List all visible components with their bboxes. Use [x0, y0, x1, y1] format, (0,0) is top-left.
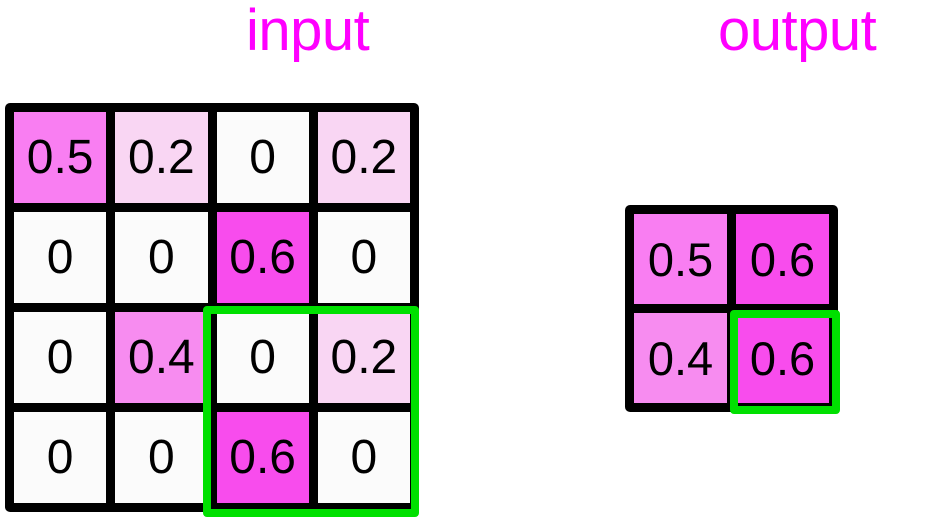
input-matrix-cell: 0: [14, 312, 107, 403]
input-matrix-cell: 0.4: [115, 312, 208, 403]
input-matrix-cell: 0: [216, 312, 309, 403]
output-label: output: [718, 0, 877, 63]
output-matrix-cell: 0.6: [736, 313, 829, 403]
input-matrix-cell: 0.6: [216, 412, 309, 503]
input-matrix-cell: 0: [317, 412, 410, 503]
input-matrix-cell: 0: [14, 212, 107, 303]
input-matrix-cell: 0.2: [317, 112, 410, 203]
input-matrix-cell: 0.5: [14, 112, 107, 203]
output-matrix-cell: 0.5: [634, 214, 727, 304]
output-matrix-cell: 0.6: [736, 214, 829, 304]
input-matrix-cell: 0: [14, 412, 107, 503]
input-matrix-cell: 0: [115, 412, 208, 503]
input-matrix-cell: 0: [317, 212, 410, 303]
input-matrix-cell: 0.2: [115, 112, 208, 203]
input-label: input: [246, 0, 370, 63]
input-matrix-cell: 0: [115, 212, 208, 303]
input-matrix-cell: 0.6: [216, 212, 309, 303]
input-matrix-cell: 0: [216, 112, 309, 203]
input-matrix-cell: 0.2: [317, 312, 410, 403]
output-matrix-cell: 0.4: [634, 313, 727, 403]
